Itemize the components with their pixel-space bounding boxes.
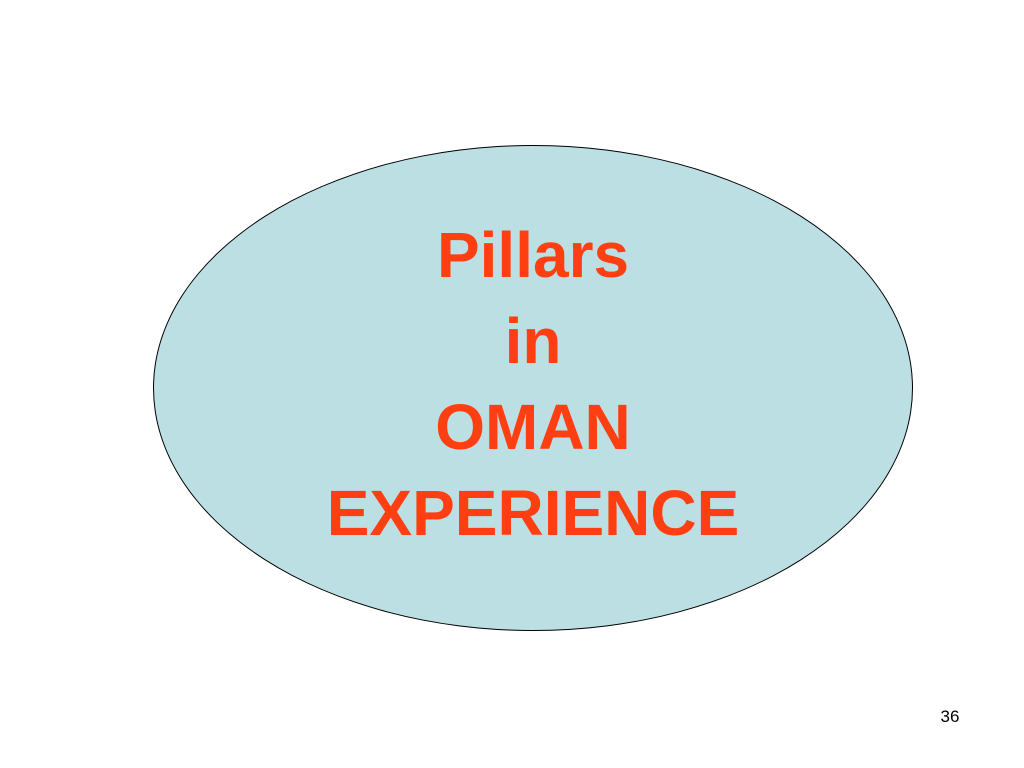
title-line-oman: OMAN (435, 391, 631, 463)
slide-title: Pillars in OMAN EXPERIENCE (153, 212, 913, 556)
slide-number: 36 (940, 707, 960, 726)
title-line-in: in (504, 305, 562, 377)
title-line-experience: EXPERIENCE (326, 477, 740, 549)
title-line-pillars: Pillars (436, 219, 630, 291)
title-ellipse (153, 145, 913, 631)
